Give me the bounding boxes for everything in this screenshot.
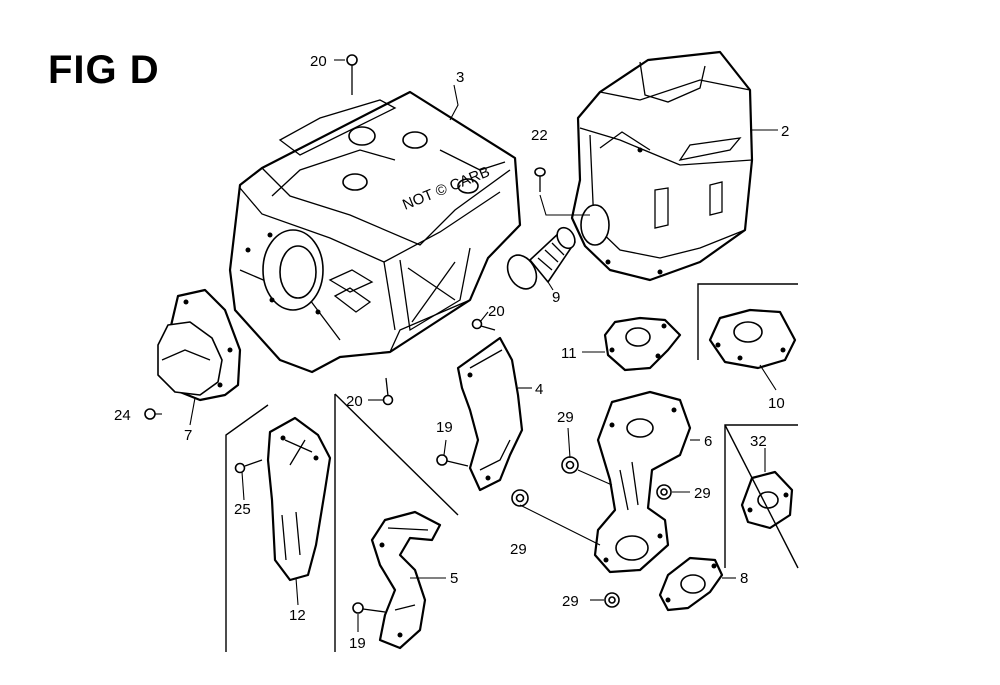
callout-7: 7	[184, 427, 192, 444]
part-7-cap	[157, 288, 242, 402]
part-2-muffler-protector	[570, 50, 754, 282]
callout-2: 2	[781, 123, 789, 140]
part-3-fan-shroud	[228, 90, 522, 374]
callout-6: 6	[704, 433, 712, 450]
part-9-spark-arrester	[506, 226, 576, 290]
fasteners	[144, 54, 672, 614]
callout-25: 25	[234, 501, 251, 518]
callout-29: 29	[557, 409, 574, 426]
callout-29: 29	[510, 541, 527, 558]
part-12-heat-shield	[266, 416, 332, 582]
part-6-exhaust-pipe	[593, 390, 692, 574]
part-32-gasket	[740, 470, 794, 530]
part-4-bracket	[456, 336, 524, 492]
callout-5: 5	[450, 570, 458, 587]
callout-24: 24	[114, 407, 131, 424]
callout-11: 11	[561, 345, 577, 362]
callout-22: 22	[531, 127, 548, 144]
figure-title: FIG D	[48, 48, 160, 92]
callout-29: 29	[694, 485, 711, 502]
callout-20: 20	[488, 303, 505, 320]
callout-29: 29	[562, 593, 579, 610]
callout-8: 8	[740, 570, 748, 587]
callout-3: 3	[456, 69, 464, 86]
callout-9: 9	[552, 289, 560, 306]
callout-19: 19	[349, 635, 366, 652]
part-10-plate	[708, 308, 797, 370]
part-5-bracket	[370, 510, 442, 650]
callout-10: 10	[768, 395, 785, 412]
group-frames	[225, 283, 799, 652]
callout-12: 12	[289, 607, 306, 624]
callout-4: 4	[535, 381, 543, 398]
callout-20: 20	[310, 53, 327, 70]
part-8-gasket	[658, 556, 724, 612]
callout-32: 32	[750, 433, 767, 450]
leader-lines	[155, 59, 778, 632]
callout-labels: 20 3 2 22 9 20 11 10 4 20 24 7 19 29 6 3…	[114, 53, 789, 652]
callout-19: 19	[436, 419, 453, 436]
part-11-plate	[603, 316, 682, 372]
callout-20: 20	[346, 393, 363, 410]
